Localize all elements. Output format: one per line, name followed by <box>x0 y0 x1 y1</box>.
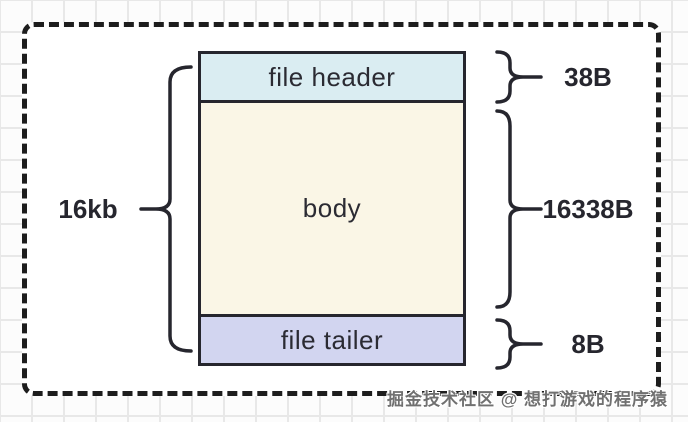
section-file-tailer-label: file tailer <box>280 324 384 355</box>
total-size-brace <box>139 65 193 353</box>
section-body-label: body <box>302 193 362 223</box>
file-header-brace <box>495 50 543 104</box>
file-header-size-label: 38B <box>564 61 612 92</box>
body-brace <box>495 109 543 309</box>
section-file-tailer: file tailer <box>201 314 463 363</box>
section-file-header-label: file header <box>268 61 396 92</box>
file-tailer-brace <box>495 318 543 370</box>
file-structure-box: file header body file tailer <box>198 51 466 366</box>
section-body: body <box>201 103 463 314</box>
section-file-header: file header <box>201 54 463 103</box>
total-size-label: 16kb <box>58 193 118 224</box>
watermark-text: 掘金技术社区 @ 想打游戏的程序猿 <box>386 390 668 409</box>
body-size-label: 16338B <box>542 193 634 224</box>
file-tailer-size-label: 8B <box>571 328 605 359</box>
